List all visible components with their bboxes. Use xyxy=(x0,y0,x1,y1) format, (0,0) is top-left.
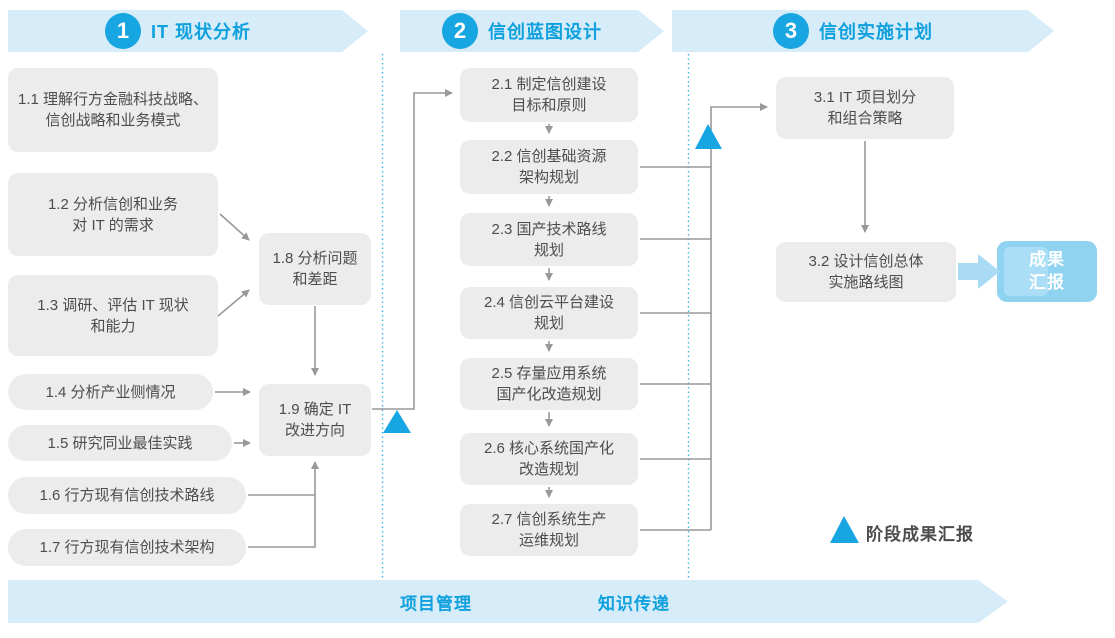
phase-1-number-badge: 1 xyxy=(105,13,141,49)
step-3-1: 3.1 IT 项目划分 和组合策略 xyxy=(776,77,954,139)
phase-banner-3: 3 信创实施计划 xyxy=(672,10,1054,52)
legend-label: 阶段成果汇报 xyxy=(866,525,974,544)
bottom-banner: 项目管理 知识传递 xyxy=(8,580,1008,623)
phase-2-number-badge: 2 xyxy=(442,13,478,49)
phase-2-title: 信创蓝图设计 xyxy=(488,22,602,42)
step-1-3: 1.3 调研、评估 IT 现状 和能力 xyxy=(8,275,218,356)
step-2-4: 2.4 信创云平台建设 规划 xyxy=(460,287,638,339)
step-1-4: 1.4 分析产业侧情况 xyxy=(8,374,213,410)
step-2-7: 2.7 信创系统生产 运维规划 xyxy=(460,504,638,556)
step-2-2: 2.2 信创基础资源 架构规划 xyxy=(460,140,638,194)
bottom-banner-knowledge-transfer: 知识传递 xyxy=(598,594,670,613)
legend-triangle-icon xyxy=(830,516,859,543)
step-1-8: 1.8 分析问题 和差距 xyxy=(259,233,371,305)
step-1-5: 1.5 研究同业最佳实践 xyxy=(8,425,232,461)
milestone-triangle-phase1 xyxy=(383,410,411,433)
step-2-3: 2.3 国产技术路线 规划 xyxy=(460,213,638,266)
phase-banner-1: 1 IT 现状分析 xyxy=(8,10,368,52)
step-1-2: 1.2 分析信创和业务 对 IT 的需求 xyxy=(8,173,218,256)
milestone-triangle-phase2 xyxy=(695,124,722,149)
phase-3-title: 信创实施计划 xyxy=(819,22,933,42)
block-arrow-icon xyxy=(958,254,1000,289)
phase-banner-2: 2 信创蓝图设计 xyxy=(400,10,664,52)
step-1-7: 1.7 行方现有信创技术架构 xyxy=(8,529,246,566)
bottom-banner-project-management: 项目管理 xyxy=(400,594,472,613)
step-3-2: 3.2 设计信创总体 实施路线图 xyxy=(776,242,956,302)
phase-1-title: IT 现状分析 xyxy=(151,22,251,42)
step-1-9: 1.9 确定 IT 改进方向 xyxy=(259,384,371,456)
step-2-1: 2.1 制定信创建设 目标和原则 xyxy=(460,68,638,122)
phase-3-number-badge: 3 xyxy=(773,13,809,49)
step-1-1: 1.1 理解行方金融科技战略、 信创战略和业务模式 xyxy=(8,68,218,152)
result-report-label: 成果 汇报 xyxy=(1029,249,1065,292)
step-1-6: 1.6 行方现有信创技术路线 xyxy=(8,477,246,514)
step-2-6: 2.6 核心系统国产化 改造规划 xyxy=(460,433,638,485)
result-report-box: 成果 汇报 xyxy=(997,241,1097,302)
step-2-5: 2.5 存量应用系统 国产化改造规划 xyxy=(460,358,638,410)
